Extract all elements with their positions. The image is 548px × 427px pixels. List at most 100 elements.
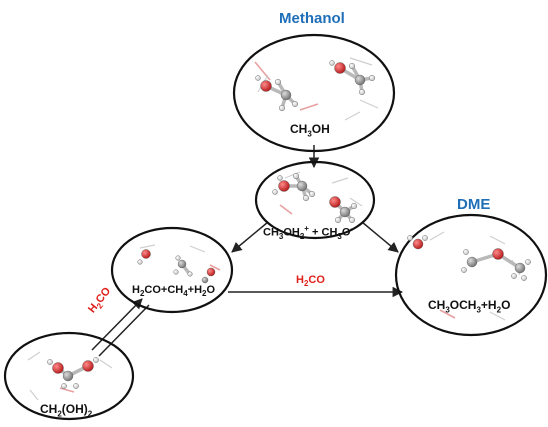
oxygen-atom xyxy=(52,362,64,374)
hydrogen-atom xyxy=(521,275,527,281)
hydrogen-atom xyxy=(329,60,335,66)
carbon-atom xyxy=(514,262,526,274)
formula-part: O xyxy=(501,298,511,312)
formula-dme: CH3OCH3+H2O xyxy=(428,298,510,314)
solvent-bond xyxy=(279,204,293,215)
solvent-bond xyxy=(209,264,221,271)
hydrogen-atom xyxy=(293,172,300,179)
formula-part: OCH xyxy=(449,298,477,312)
hydrogen-atom xyxy=(349,216,356,223)
formula-part: CH xyxy=(40,402,58,416)
hydrogen-atom xyxy=(73,383,79,389)
solvent-bond xyxy=(439,309,456,319)
solvent-bond xyxy=(189,245,206,253)
hydrogen-atom xyxy=(461,267,467,273)
solvent-bond xyxy=(349,57,373,66)
node-methanol xyxy=(232,33,396,153)
solvent-bond xyxy=(489,235,506,245)
carbon-atom xyxy=(177,259,187,269)
solvent-bond xyxy=(489,311,506,321)
solvent-bond xyxy=(429,231,445,241)
formula-part: 2 xyxy=(87,409,93,419)
hydrogen-atom xyxy=(351,202,358,209)
oxygen-atom xyxy=(492,248,504,260)
hydrogen-atom xyxy=(277,175,283,181)
carbon-atom xyxy=(201,276,209,284)
formula-part: 2 xyxy=(202,289,207,299)
arrow-dihydroxy-to-intermediate-b xyxy=(98,304,150,357)
formula-part: O xyxy=(341,226,351,239)
formula-part: - xyxy=(350,224,354,233)
formula-part: 4 xyxy=(183,289,188,299)
formula-part: CH xyxy=(263,226,279,239)
oxygen-atom xyxy=(278,180,290,192)
arrow-dihydroxy-to-intermediate-a xyxy=(91,298,143,351)
oxygen-atom xyxy=(141,249,151,259)
hydrogen-atom xyxy=(407,235,413,241)
hydrogen-atom xyxy=(511,273,517,279)
hydrogen-atom xyxy=(292,100,299,107)
node-dme xyxy=(394,213,548,337)
oxygen-atom xyxy=(206,267,216,277)
carbon-atom xyxy=(354,74,366,86)
formula-part: CH xyxy=(290,122,308,136)
reaction-nodes xyxy=(3,33,548,421)
hydrogen-atom xyxy=(525,259,531,265)
oxygen-atom xyxy=(82,360,94,372)
hydrogen-atom xyxy=(175,255,181,261)
arrow-protonated-to-intermediate xyxy=(231,221,269,253)
formula-part: 3 xyxy=(445,305,450,315)
formula-part: 2 xyxy=(299,231,305,241)
hydrogen-atom xyxy=(369,74,376,81)
formula-part: 3 xyxy=(278,231,284,241)
hydrogen-atom xyxy=(255,75,261,81)
solvent-bond xyxy=(99,359,113,369)
solvent-bond xyxy=(344,111,361,121)
hydrogen-atom xyxy=(279,104,286,111)
hydrogen-atom xyxy=(61,383,67,389)
molecule-models xyxy=(47,60,531,389)
formula-part: 2 xyxy=(57,409,62,419)
solvent-bond xyxy=(27,351,41,361)
hydrogen-atom xyxy=(422,235,428,241)
solvent-bond xyxy=(29,389,39,401)
hydrogen-atom xyxy=(173,269,179,275)
hydrogen-atom xyxy=(359,88,366,95)
formula-part: +H xyxy=(187,284,203,296)
formula-part: +H xyxy=(480,298,497,312)
solvent-bond xyxy=(359,99,379,109)
title-methanol: Methanol xyxy=(279,10,345,27)
hydrogen-atom xyxy=(335,216,342,223)
solvent-bond xyxy=(299,103,319,111)
formula-part: 2 xyxy=(496,305,502,315)
hydrogen-atom xyxy=(93,357,99,363)
oxygen-atom xyxy=(260,80,272,92)
formula-part: H xyxy=(132,284,140,296)
solvent-bond xyxy=(59,387,75,393)
oxygen-atom xyxy=(334,62,346,74)
carbon-atom xyxy=(296,180,308,192)
formula-part: H xyxy=(296,274,304,286)
solvent-bond xyxy=(284,171,301,179)
oxygen-atom xyxy=(412,238,424,250)
oxygen-atom xyxy=(329,196,341,208)
title-dme: DME xyxy=(457,196,491,213)
carbon-atom xyxy=(339,206,351,218)
solvent-bond xyxy=(349,197,363,207)
hydrogen-atom xyxy=(463,249,469,255)
hydrogen-atom xyxy=(309,190,316,197)
hydrogen-atom xyxy=(303,194,310,201)
node-dihydroxy xyxy=(3,331,135,421)
formula-part: OH xyxy=(283,226,300,239)
carbon-atom xyxy=(280,89,292,101)
label-arrow-horizontal: H2CO xyxy=(296,274,325,288)
formula-part: CO+CH xyxy=(144,284,184,296)
formula-part: OH xyxy=(311,122,330,136)
hydrogen-atom xyxy=(275,78,282,85)
arrows xyxy=(91,145,404,357)
node-intermediate xyxy=(110,226,234,314)
formula-part: (OH) xyxy=(61,402,88,416)
formula-protonated: CH3OH2+ + CH3O- xyxy=(263,224,353,241)
